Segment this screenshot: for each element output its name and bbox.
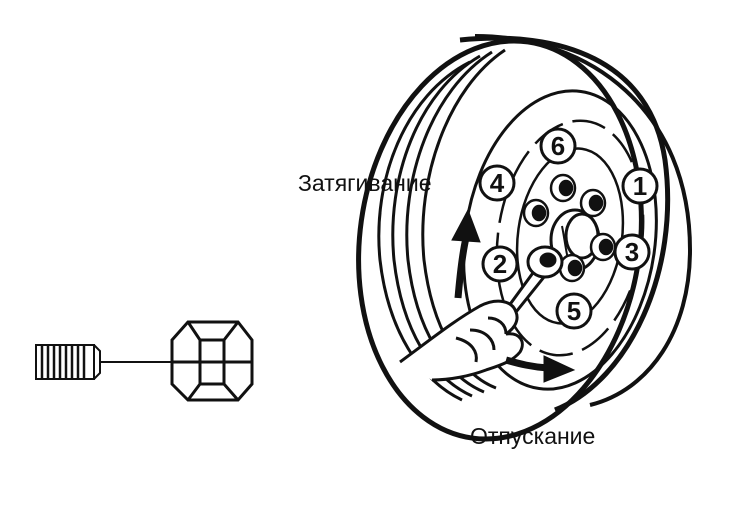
loosen-arrow-icon — [505, 355, 576, 383]
svg-text:1: 1 — [633, 171, 647, 201]
svg-text:4: 4 — [490, 168, 505, 198]
wheel-lug-nut — [579, 188, 607, 218]
wheel-lug-nuts — [522, 173, 617, 283]
sequence-3: 3 — [613, 233, 651, 271]
hub-icon — [549, 208, 601, 272]
wheel-lug-nut — [558, 253, 586, 283]
lug-nut-icon — [170, 320, 254, 402]
sequence-1: 1 — [621, 167, 659, 205]
hand-icon — [399, 299, 524, 382]
sequence-5: 5 — [555, 292, 593, 330]
tighten-arrow-icon — [451, 208, 481, 299]
wheel-stud-icon — [35, 344, 101, 380]
wheel-lug-nut — [522, 198, 550, 228]
svg-text:6: 6 — [551, 131, 565, 161]
wheel-lug-nut — [589, 232, 617, 262]
sequence-4: 4 — [478, 164, 516, 202]
wheel-lug-nut — [549, 173, 577, 203]
loosening-label: Отпускание — [470, 423, 596, 449]
tightening-label: Затягивание — [298, 170, 432, 196]
svg-text:2: 2 — [493, 249, 507, 279]
sequence-6: 6 — [539, 127, 577, 165]
svg-text:5: 5 — [567, 296, 581, 326]
sequence-2: 2 — [481, 245, 519, 283]
svg-text:3: 3 — [625, 237, 639, 267]
